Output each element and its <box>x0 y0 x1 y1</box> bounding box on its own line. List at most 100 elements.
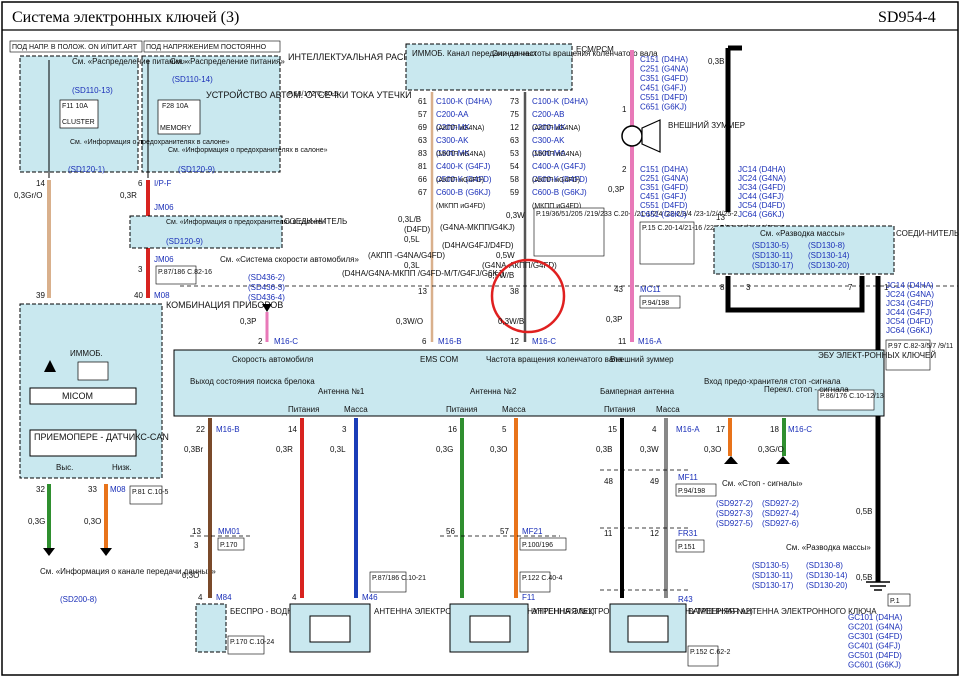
jc-right-conn: JC34 (G4FD) <box>886 299 934 308</box>
jc-right-conns: JC14 (D4HA)JC24 (G4NA)JC34 (G4FD)JC44 (G… <box>886 281 934 335</box>
ant1-pin4: 4 <box>292 593 297 602</box>
mf21-ref: P.100/196 <box>522 542 553 549</box>
ecm-left-conn: C300-MK <box>436 149 470 158</box>
ecm-wire-right-0: 0,3W <box>506 211 525 220</box>
jc-right-conn: JC54 (D4FD) <box>886 317 933 326</box>
pin3-left: 3 <box>138 265 143 274</box>
pin12-ecm: 12 <box>510 337 519 346</box>
ecm-left-conn: C600-B (G6KJ) <box>436 188 491 197</box>
ref-fuse2-code: (SD120-9) <box>178 165 215 174</box>
jc-pin13: 13 <box>716 213 725 222</box>
m16b-ecm: M16-B <box>438 337 462 346</box>
f11: F11 <box>522 593 536 602</box>
bottom-pin: 16 <box>448 425 457 434</box>
ref-dist2-code: (SD110-14) <box>172 75 213 84</box>
ecm-wire-left-3: (АКПП -G4NA/G4FD) <box>368 251 445 260</box>
m08-bottom: M08 <box>110 485 126 494</box>
jc-gnd-code: (SD130-17) <box>752 261 794 270</box>
ecm-wire-right-2: 0,5W <box>496 251 515 260</box>
highlight-circle <box>490 258 566 334</box>
ref-fuse1: См. «Информация о предохранителях в сало… <box>70 139 230 146</box>
wire-label-gr-o: 0,3Gr/O <box>14 191 42 200</box>
bottom-wires: 220,3Br140,3R30,3L160,3G50,3O150,3B40,3W… <box>184 418 786 598</box>
gc-conn: GC401 (G4FJ) <box>848 642 901 651</box>
m16b-bottom: M16-B <box>216 425 240 434</box>
buzzer-top-conn: C351 (G4FD) <box>640 74 688 83</box>
fr31-ref: P.151 <box>678 544 695 551</box>
jc-pin7: 7 <box>848 283 853 292</box>
jc-right-conn: JC24 (G4NA) <box>886 290 934 299</box>
gc-conn: GC501 (D4FD) <box>848 651 902 660</box>
buzz-w2: 0,3P <box>606 315 622 324</box>
speed-pin2: 2 <box>258 337 263 346</box>
buzz-w: 0,3P <box>608 185 624 194</box>
ecm-right-pin: 63 <box>510 136 519 145</box>
ecm-left-conn: C300-AK <box>436 136 469 145</box>
ecm-right-note: (АКПП иG4FD) <box>532 177 580 184</box>
ecm-right-conn: C200-AB <box>532 110 564 119</box>
mm01-ref: P.170 <box>220 542 237 549</box>
pin49: 49 <box>650 477 659 486</box>
bumper-label: БАМПЕРНАЯ АНТЕННА ЭЛЕКТРОННОГО КЛЮЧА <box>688 607 877 616</box>
jc-pin3: 3 <box>746 283 751 292</box>
bottom-wire-label: 0,3O <box>704 445 721 454</box>
mf11-ref: P.94/198 <box>678 488 705 495</box>
ecm-right-pin: 59 <box>510 188 519 197</box>
ecm-left-note: (АКПП иG4NA) <box>436 125 484 132</box>
buzz-pin2: 2 <box>622 165 627 174</box>
stop-code: (SD927-2) <box>716 499 753 508</box>
bottom-wire-label: 0,3W <box>640 445 659 454</box>
ecm-left-pin: 57 <box>418 110 427 119</box>
ecu-gnd1: Масса <box>344 405 368 414</box>
fuse1-name: CLUSTER <box>62 119 95 126</box>
mf21: MF21 <box>522 527 543 536</box>
m46: M46 <box>362 593 378 602</box>
speed-w: 0,3P <box>240 317 256 326</box>
cluster-ref: P.81 C.10-5 <box>132 489 169 496</box>
jc-gnd-code: (SD130-11) <box>752 251 793 260</box>
bottom-wire-label: 0,3Br <box>184 445 203 454</box>
ecm-left-note: (МКПП иG4FD) <box>436 203 485 210</box>
ref-can-code: (SD200-8) <box>60 595 97 604</box>
micom-label: MICOM <box>62 391 93 401</box>
cluster-label: КОМБИНАЦИЯ ПРИБОРОВ <box>166 300 283 310</box>
pin13-mm01: 13 <box>192 527 201 536</box>
speed-code-2: (SD436-4) <box>248 293 285 302</box>
ecm-left-pin: 67 <box>418 188 427 197</box>
pin4-charger: 4 <box>198 593 203 602</box>
gnd-code: (SD130-8) <box>806 561 843 570</box>
stop-code: (SD927-6) <box>762 519 799 528</box>
ecm-right-conn: C300-MA <box>532 149 566 158</box>
buzzer-bot-conn: C551 (D4FD) <box>640 201 688 210</box>
speed-code-0: (SD436-2) <box>248 273 285 282</box>
jm06-ref: P.87/186 C.82-16 <box>158 269 212 276</box>
ecm-right-pin: 75 <box>510 110 519 119</box>
pin33: 33 <box>88 485 97 494</box>
ecu-ant1: Антенна №1 <box>318 387 365 396</box>
ecm-g4na: (G4NA-МКПП/G4KJ) <box>440 223 515 232</box>
ecm-right-conn: C100-K (D4HA) <box>532 97 588 106</box>
immo-channel: ИММОБ. Канал передачи данных <box>412 49 537 58</box>
bottom-pin: 15 <box>608 425 617 434</box>
gnd-code: (SD130-5) <box>752 561 789 570</box>
ecu-pwr1: Питания <box>288 405 319 414</box>
ant2-ref: P.122 C.40-4 <box>522 575 562 582</box>
ecu-label: ЭБУ ЭЛЕКТ-РОННЫХ КЛЮЧЕЙ <box>818 351 936 360</box>
antenna2-coil <box>469 615 511 643</box>
gnd-code: (SD130-11) <box>752 571 793 580</box>
ecm-left-pin: 61 <box>418 97 427 106</box>
ecm-left-pin: 66 <box>418 175 427 184</box>
bottom-pin: 18 <box>770 425 779 434</box>
ecu-buzz: Внешний зуммер <box>610 355 674 364</box>
pin13-ecm: 13 <box>418 287 427 296</box>
ecm-label: ECM/PCM <box>576 45 614 54</box>
pin32: 32 <box>36 485 45 494</box>
leak-device-label: УСТРОЙСТВО АВТОМ. ОТСЕЧКИ ТОКА УТЕЧКИ <box>206 89 412 100</box>
speed-code-1: (SD436-3) <box>248 283 285 292</box>
ecu-gnd2: Масса <box>502 405 526 414</box>
wire-label-o: 0,3O <box>84 517 101 526</box>
jc-box <box>713 225 895 275</box>
pin38-ecm: 38 <box>510 287 519 296</box>
